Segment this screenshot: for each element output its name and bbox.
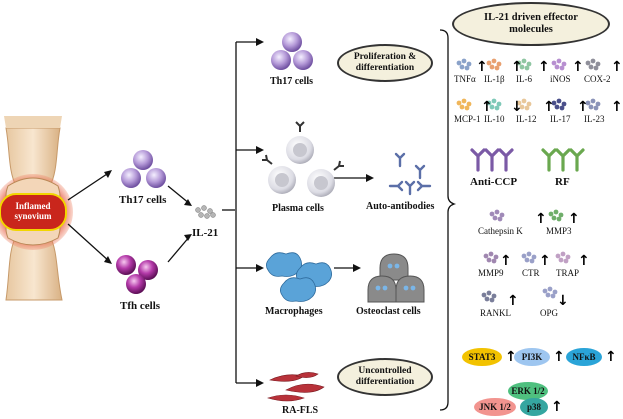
up-arrow-icon: ↑ bbox=[505, 349, 517, 365]
rf-icon bbox=[541, 148, 585, 172]
cytokine-label: IL-1β bbox=[484, 74, 505, 84]
up-arrow-icon: ↑ bbox=[507, 293, 519, 309]
tfh-label: Tfh cells bbox=[120, 300, 161, 312]
up-arrow-icon: ↑ bbox=[539, 253, 551, 269]
up-arrow-icon: ↑ bbox=[577, 99, 589, 115]
up-arrow-icon: ↑ bbox=[568, 211, 580, 227]
rf-label: RF bbox=[555, 176, 570, 188]
autoantibodies-label: Auto-antibodies bbox=[366, 201, 435, 212]
signal-pill: NFκB bbox=[566, 348, 602, 366]
up-arrow-icon: ↑ bbox=[553, 349, 565, 365]
th17-label-middle: Th17 cells bbox=[270, 76, 314, 87]
up-arrow-icon: ↑ bbox=[578, 253, 590, 269]
cytokine-label: IL-6 bbox=[516, 74, 532, 84]
down-arrow-icon: ↓ bbox=[511, 99, 523, 115]
bone-molecule-label: Cathepsin K bbox=[478, 226, 523, 236]
cytokine-label: TNFα bbox=[454, 74, 476, 84]
joint-label: Inflamed synovium bbox=[14, 201, 52, 221]
fibroblast-icon bbox=[267, 372, 325, 402]
cytokine-dots-row2 bbox=[456, 98, 601, 111]
cytokine-label: COX-2 bbox=[584, 74, 611, 84]
bracket-icon bbox=[439, 29, 457, 411]
cytokine-label: IL-10 bbox=[484, 114, 505, 124]
joint-icon bbox=[0, 116, 73, 301]
effector-header: IL-21 driven effector molecules bbox=[452, 2, 610, 46]
signal-pill: STAT3 bbox=[462, 348, 502, 366]
cytokine-label: IL-12 bbox=[516, 114, 537, 124]
up-arrow-icon: ↑ bbox=[605, 349, 617, 365]
up-arrow-icon: ↑ bbox=[611, 59, 623, 75]
signal-pill: ERK 1/2 bbox=[508, 382, 548, 400]
plasma-cells bbox=[268, 136, 335, 197]
bone-molecule-label: OPG bbox=[540, 308, 559, 318]
cytokine-label: iNOS bbox=[550, 74, 571, 84]
up-arrow-icon: ↑ bbox=[572, 59, 584, 75]
proliferation-oval: Proliferation & differentiation bbox=[337, 44, 433, 82]
th17-cluster-middle bbox=[271, 32, 313, 70]
th17-cluster-left bbox=[121, 150, 166, 188]
anti-ccp-icon bbox=[470, 148, 514, 172]
branch-lines bbox=[235, 41, 368, 384]
il21-molecules bbox=[195, 205, 216, 219]
il21-label: IL-21 bbox=[192, 227, 219, 239]
up-arrow-icon: ↑ bbox=[476, 59, 488, 75]
bone-molecule-dots bbox=[481, 209, 571, 303]
plasma-antibodies bbox=[262, 121, 344, 171]
tfh-cluster bbox=[116, 255, 158, 294]
left-arrows bbox=[67, 171, 235, 263]
cytokine-label: MCP-1 bbox=[454, 114, 481, 124]
up-arrow-icon: ↑ bbox=[500, 253, 512, 269]
up-arrow-icon: ↑ bbox=[481, 99, 493, 115]
cytokine-label: IL-23 bbox=[584, 114, 605, 124]
macrophage-icon bbox=[266, 252, 332, 302]
bone-molecule-label: MMP9 bbox=[478, 268, 504, 278]
cytokine-dots-row1 bbox=[456, 58, 601, 71]
signal-pill: JNK 1/2 bbox=[474, 398, 516, 416]
signal-pill: p38 bbox=[520, 398, 548, 416]
down-arrow-icon: ↓ bbox=[557, 293, 569, 309]
anti-ccp-label: Anti-CCP bbox=[470, 176, 518, 188]
macrophages-label: Macrophages bbox=[265, 306, 323, 317]
bone-molecule-label: MMP3 bbox=[546, 226, 572, 236]
up-arrow-icon: ↑ bbox=[511, 59, 523, 75]
signal-pill: PI3K bbox=[514, 348, 550, 366]
up-arrow-icon: ↑ bbox=[543, 99, 555, 115]
up-arrow-icon: ↑ bbox=[535, 211, 547, 227]
bone-molecule-label: CTR bbox=[522, 268, 540, 278]
branch-arrowheads bbox=[256, 38, 374, 387]
antibody-icon bbox=[388, 152, 432, 196]
plasma-label: Plasma cells bbox=[272, 203, 324, 214]
th17-label-left: Th17 cells bbox=[119, 194, 167, 206]
osteoclast-label: Osteoclast cells bbox=[356, 306, 421, 317]
up-arrow-icon: ↑ bbox=[611, 99, 623, 115]
up-arrow-icon: ↑ bbox=[538, 59, 550, 75]
bone-molecule-label: RANKL bbox=[480, 308, 511, 318]
up-arrow-icon: ↑ bbox=[551, 399, 563, 415]
bone-molecule-label: TRAP bbox=[556, 268, 580, 278]
uncontrolled-oval: Uncontrolled differentiation bbox=[337, 358, 433, 396]
left-arrowheads bbox=[104, 170, 192, 264]
rafls-label: RA-FLS bbox=[282, 405, 319, 416]
cytokine-label: IL-17 bbox=[550, 114, 571, 124]
osteoclast-icon bbox=[367, 253, 425, 303]
